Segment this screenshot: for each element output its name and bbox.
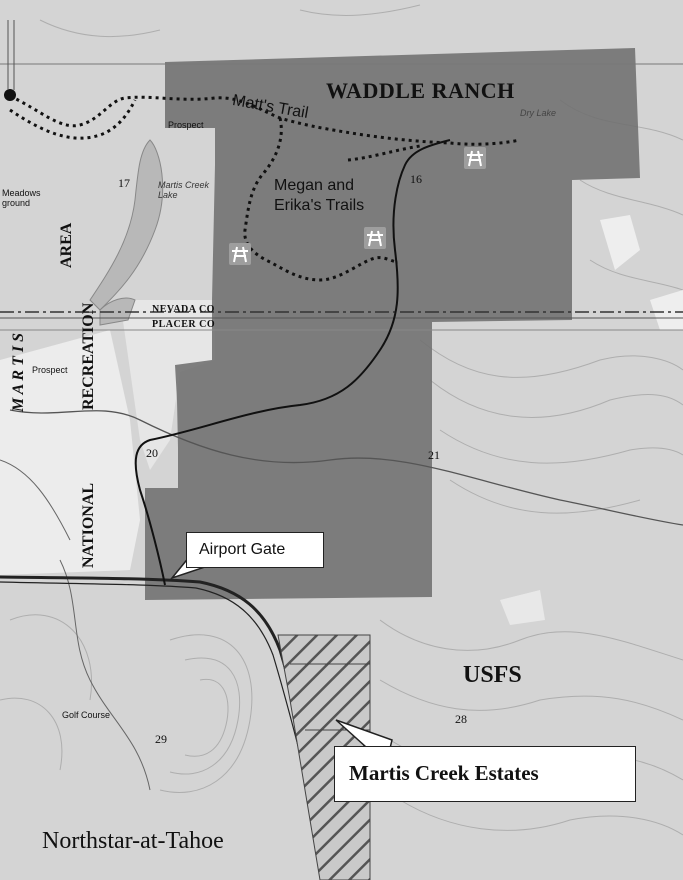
picnic-table-icon-graphic (367, 230, 383, 247)
martis-creek-lake-label: Martis Creek Lake (158, 180, 210, 200)
meadows-label: Meadows ground (2, 188, 41, 208)
martis-lake (89, 139, 164, 311)
national-vertical-label: NATIONAL (80, 482, 97, 568)
area-vertical-label: AREA (58, 222, 75, 268)
trailhead-marker (4, 89, 16, 101)
section-17-label: 17 (118, 176, 130, 190)
airport-gate-callout: Airport Gate (186, 532, 324, 568)
megan-erika-trails (243, 117, 399, 282)
section-20-label: 20 (146, 446, 158, 460)
picnic-table-icon (464, 147, 486, 169)
section-16-label: 16 (410, 172, 422, 186)
contour-lines (0, 4, 683, 836)
section-29-label: 29 (155, 732, 167, 746)
picnic-table-icon (364, 227, 386, 249)
recreation-vertical-label: RECREATION (80, 302, 97, 410)
prospect-label-2: Prospect (32, 365, 68, 375)
section-21-label: 21 (428, 448, 440, 462)
meadow-patch (0, 330, 140, 575)
nevada-co-label: NEVADA CO (152, 304, 215, 315)
meadow-patch (120, 300, 215, 470)
megan-erika-trails-label: Megan and Erika's Trails (274, 177, 365, 214)
access-road (134, 139, 451, 586)
waddle-ranch-label: WADDLE RANCH (326, 78, 515, 103)
section-28-label: 28 (455, 712, 467, 726)
golf-course-label: Golf Course (62, 710, 111, 720)
picnic-table-icon-graphic (232, 246, 248, 263)
martis-creek (9, 409, 683, 526)
matts-trail (9, 94, 521, 146)
martis-creek-estates-callout: Martis Creek Estates (334, 746, 636, 802)
dry-lake-label: Dry Lake (520, 108, 557, 118)
martis-vertical-label: M A R T I S (10, 333, 27, 412)
picnic-table-icon-graphic (467, 150, 483, 167)
prospect-label: Prospect (168, 120, 204, 130)
picnic-table-icon (229, 243, 251, 265)
usfs-label: USFS (463, 662, 522, 688)
northstar-label: Northstar-at-Tahoe (42, 828, 224, 854)
placer-co-label: PLACER CO (152, 319, 216, 330)
